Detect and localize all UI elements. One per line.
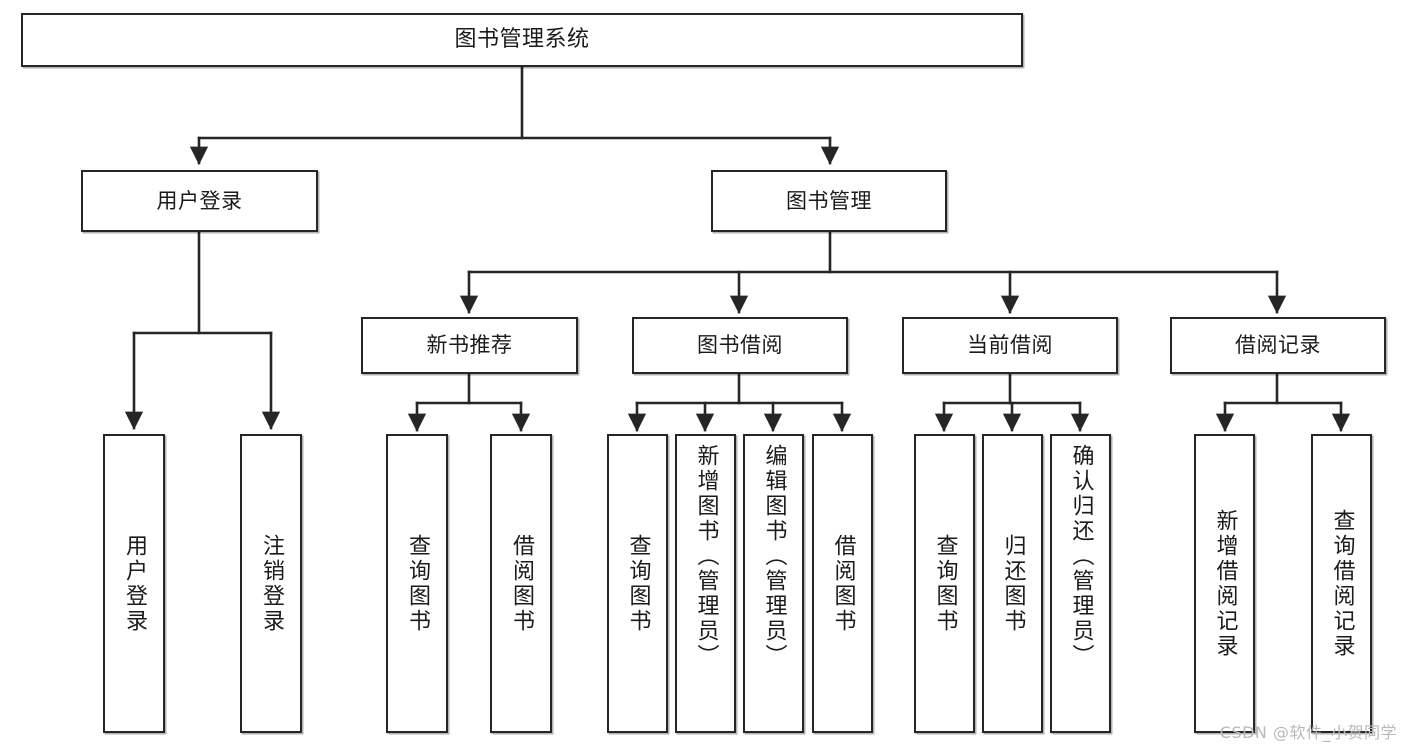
leaf-label: 新增图书（管理员）: [693, 444, 719, 669]
node-label: 借阅记录: [1235, 333, 1321, 358]
node-label: 当前借阅: [967, 333, 1053, 358]
node-label: 图书管理: [786, 188, 872, 213]
leaf-label: 查询图书: [625, 533, 651, 634]
leaf-user-login[interactable]: 用户登录: [103, 434, 165, 733]
leaf-logout[interactable]: 注销登录: [240, 434, 302, 733]
csdn-watermark: CSDN @软件_小贺同学: [1219, 723, 1397, 742]
node-new-book-recommend[interactable]: 新书推荐: [361, 317, 578, 374]
leaf-label: 借阅图书: [509, 533, 534, 634]
leaf-confirm-return-admin[interactable]: 确认归还（管理员）: [1050, 434, 1111, 733]
leaf-label: 归还图书: [1000, 533, 1026, 634]
node-user-login[interactable]: 用户登录: [81, 170, 318, 232]
node-book-manage[interactable]: 图书管理: [711, 170, 947, 232]
leaf-return-book[interactable]: 归还图书: [982, 434, 1043, 733]
leaf-query-book-recommend[interactable]: 查询图书: [386, 434, 448, 733]
node-label: 图书借阅: [697, 333, 783, 358]
leaf-edit-book-admin[interactable]: 编辑图书（管理员）: [743, 434, 804, 733]
leaf-borrow-book-recommend[interactable]: 借阅图书: [490, 434, 552, 733]
leaf-label: 确认归还（管理员）: [1068, 444, 1094, 669]
leaf-label: 查询借阅记录: [1329, 508, 1355, 659]
leaf-query-book-current[interactable]: 查询图书: [914, 434, 975, 733]
leaf-label: 新增借阅记录: [1212, 508, 1238, 659]
leaf-label: 查询图书: [405, 533, 430, 634]
leaf-label: 注销登录: [259, 533, 284, 634]
node-borrow-record[interactable]: 借阅记录: [1170, 317, 1386, 374]
node-current-borrow[interactable]: 当前借阅: [902, 317, 1118, 374]
leaf-query-book-borrow[interactable]: 查询图书: [607, 434, 668, 733]
leaf-query-borrow-record[interactable]: 查询借阅记录: [1311, 434, 1372, 733]
leaf-label: 查询图书: [932, 533, 958, 634]
leaf-add-book-admin[interactable]: 新增图书（管理员）: [675, 434, 736, 733]
node-book-management-system[interactable]: 图书管理系统: [21, 13, 1023, 67]
node-label: 新书推荐: [426, 333, 513, 358]
leaf-label: 借阅图书: [830, 533, 856, 634]
node-label: 图书管理系统: [454, 27, 590, 53]
node-book-borrow[interactable]: 图书借阅: [632, 317, 848, 374]
leaf-label: 编辑图书（管理员）: [761, 444, 787, 669]
leaf-label: 用户登录: [122, 533, 147, 634]
leaf-borrow-book[interactable]: 借阅图书: [812, 434, 873, 733]
leaf-add-borrow-record[interactable]: 新增借阅记录: [1194, 434, 1255, 733]
node-label: 用户登录: [156, 188, 243, 213]
